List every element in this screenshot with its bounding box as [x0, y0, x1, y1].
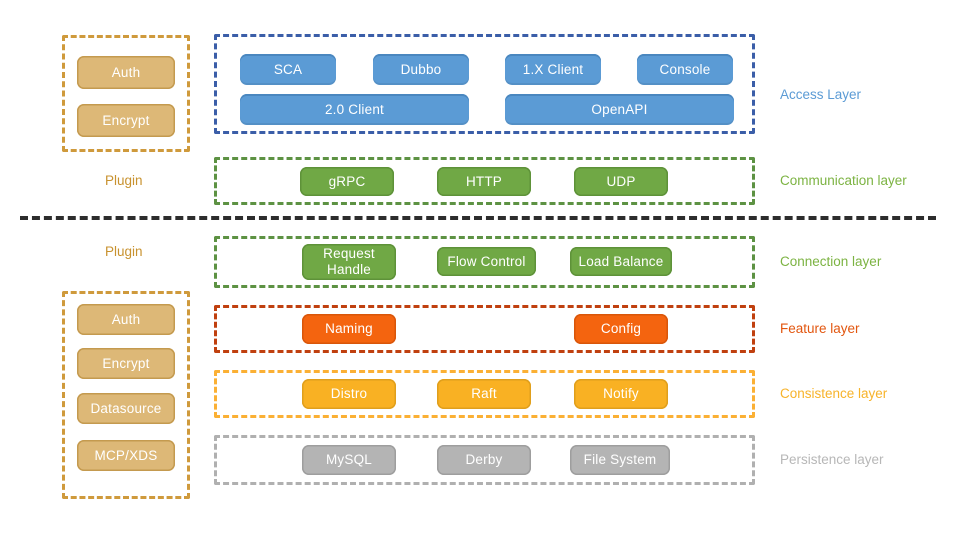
plugin-chip-auth-top[interactable]: Auth: [77, 56, 175, 89]
access-chip-openapi[interactable]: OpenAPI: [505, 94, 734, 125]
layer-label-consistence: Consistence layer: [780, 386, 888, 401]
persistence-chip-derby[interactable]: Derby: [437, 445, 531, 475]
client-server-split-divider: [20, 216, 936, 220]
layer-box-connection: [214, 236, 755, 288]
consistence-chip-distro[interactable]: Distro: [302, 379, 396, 409]
communication-chip-http[interactable]: HTTP: [437, 167, 531, 196]
layer-box-access: [214, 34, 755, 134]
plugin-chip-mcp-xds-bottom[interactable]: MCP/XDS: [77, 440, 175, 471]
connection-chip-load-balance[interactable]: Load Balance: [570, 247, 672, 276]
plugin-group-top: [62, 35, 190, 152]
layer-label-feature: Feature layer: [780, 321, 860, 336]
persistence-chip-file-system[interactable]: File System: [570, 445, 670, 475]
plugin-caption-top: Plugin: [105, 173, 143, 188]
connection-chip-flow-control[interactable]: Flow Control: [437, 247, 536, 276]
access-chip-sca[interactable]: SCA: [240, 54, 336, 85]
layer-label-persistence: Persistence layer: [780, 452, 884, 467]
plugin-chip-encrypt-top[interactable]: Encrypt: [77, 104, 175, 137]
access-chip-dubbo[interactable]: Dubbo: [373, 54, 469, 85]
access-chip-1x-client[interactable]: 1.X Client: [505, 54, 601, 85]
feature-chip-naming[interactable]: Naming: [302, 314, 396, 344]
consistence-chip-raft[interactable]: Raft: [437, 379, 531, 409]
layer-label-access: Access Layer: [780, 87, 862, 102]
plugin-group-bottom: [62, 291, 190, 499]
connection-chip-request-handle[interactable]: Request Handle: [302, 244, 396, 280]
plugin-chip-encrypt-bottom[interactable]: Encrypt: [77, 348, 175, 379]
layer-box-persistence: [214, 435, 755, 485]
layer-label-connection: Connection layer: [780, 254, 882, 269]
communication-chip-udp[interactable]: UDP: [574, 167, 668, 196]
access-chip-console[interactable]: Console: [637, 54, 733, 85]
layer-box-consistence: [214, 370, 755, 418]
feature-chip-config[interactable]: Config: [574, 314, 668, 344]
communication-chip-grpc[interactable]: gRPC: [300, 167, 394, 196]
layer-label-communication: Communication layer: [780, 173, 907, 188]
persistence-chip-mysql[interactable]: MySQL: [302, 445, 396, 475]
plugin-chip-datasource-bottom[interactable]: Datasource: [77, 393, 175, 424]
plugin-caption-bottom: Plugin: [105, 244, 143, 259]
layer-box-feature: [214, 305, 755, 353]
plugin-chip-auth-bottom[interactable]: Auth: [77, 304, 175, 335]
layer-box-communication: [214, 157, 755, 205]
access-chip-20-client[interactable]: 2.0 Client: [240, 94, 469, 125]
consistence-chip-notify[interactable]: Notify: [574, 379, 668, 409]
